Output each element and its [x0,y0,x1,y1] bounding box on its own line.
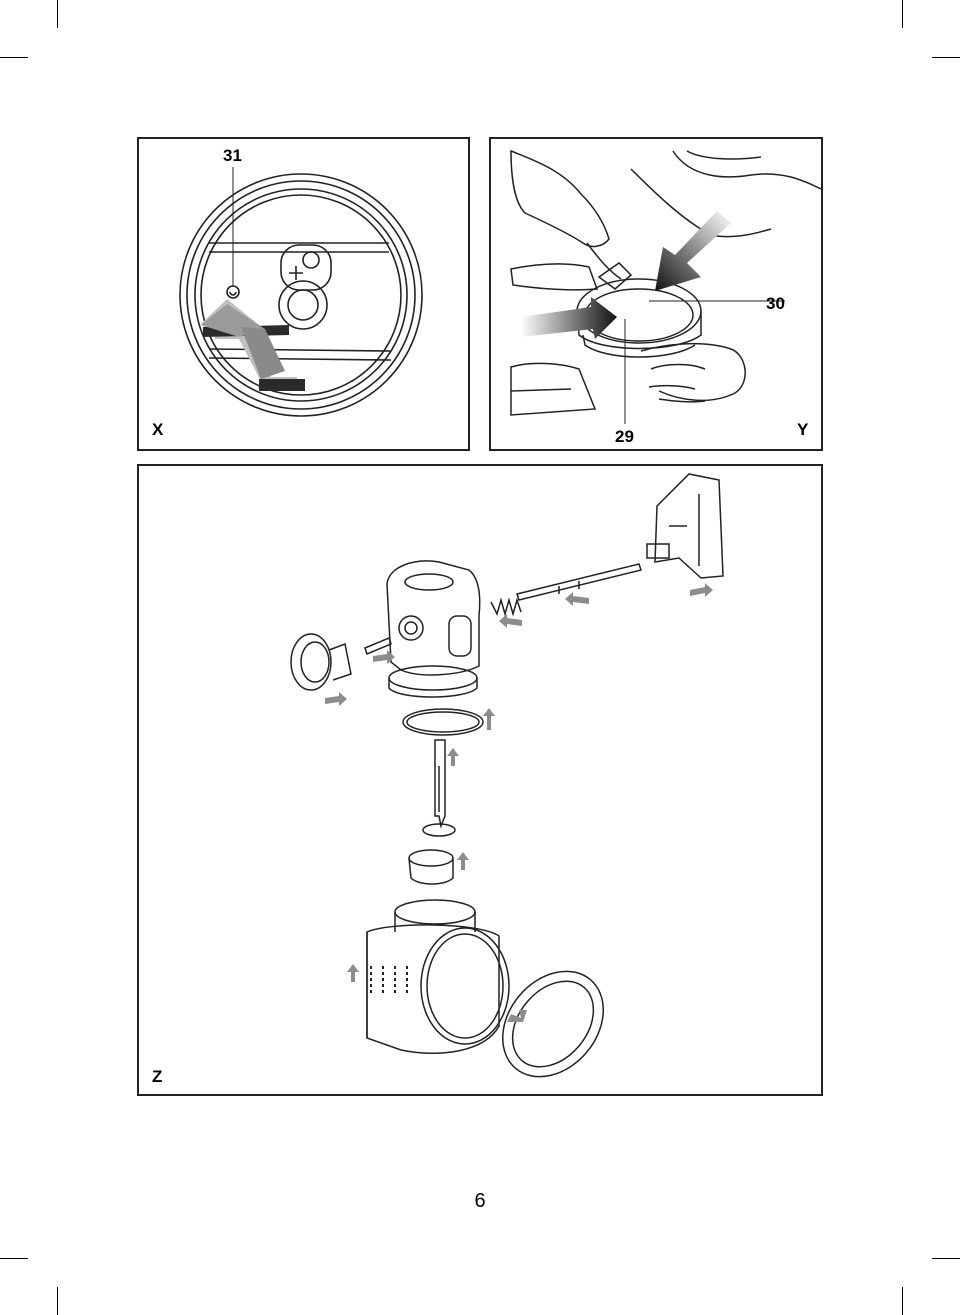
crop-mark [932,1258,960,1259]
panel-letter-z: Z [152,1067,163,1086]
crop-mark [0,57,28,58]
crop-mark [902,0,903,28]
pump-head [386,560,481,676]
direction-arrow-icon [325,583,713,1022]
tank-neck [394,899,476,925]
panel-letter-y: Y [797,420,809,439]
panel-letter-x: X [152,420,164,439]
crop-mark [0,1258,28,1259]
callout-29: 29 [615,427,634,446]
crop-mark [57,0,58,28]
dip-tube [434,739,446,829]
lance-rod [516,563,642,601]
page-number: 6 [474,1190,486,1212]
panel-x: 31 X [137,137,470,451]
spring [490,597,522,617]
callout-31: 31 [223,146,242,165]
callout-30: 30 [766,294,785,313]
panel-y: 30 29 Y [489,137,823,451]
tank-lid-illustration [179,167,423,417]
push-arrow-icon [655,211,731,291]
crop-mark [902,1287,903,1315]
nozzle-cap [290,633,332,691]
tank-scale [370,966,408,996]
tank-body [366,924,500,1055]
push-arrow-icon [201,299,305,391]
spray-handle [654,473,724,579]
crop-mark [57,1287,58,1315]
o-ring [402,708,484,736]
front-ring [501,970,605,1078]
knurled-ring [388,665,478,691]
push-arrow-icon [521,297,617,339]
panel-z: Z [137,464,823,1096]
bolt [364,636,392,656]
crop-mark [932,57,960,58]
nozzle-removal-illustration [510,149,821,424]
filter [408,849,454,867]
exploded-view-illustration [290,473,724,1078]
